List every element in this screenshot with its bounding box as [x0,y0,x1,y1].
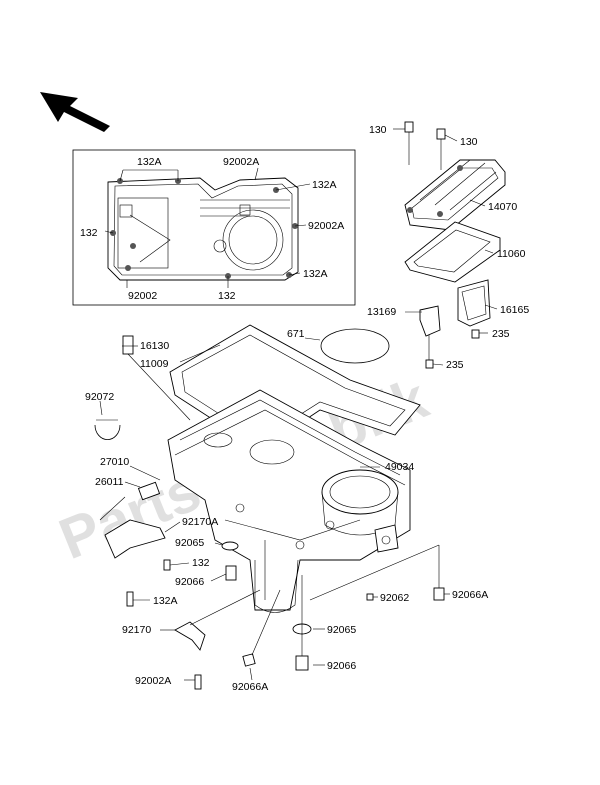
label-132-left: 132 [80,227,98,239]
label-27010: 27010 [100,456,129,468]
label-13169: 13169 [367,306,396,318]
label-235-b: 235 [446,359,464,371]
label-92002-bottom: 92002 [128,290,157,302]
label-235-a: 235 [492,328,510,340]
label-132A-top: 132A [137,156,162,168]
label-132A: 132A [153,595,178,607]
lower-crankcase-assembly [167,324,421,613]
label-92062: 92062 [380,592,409,604]
label-11060: 11060 [497,248,526,260]
label-130-left: 130 [369,124,387,136]
label-130-right: 130 [460,136,478,148]
label-132A-right-1: 132A [312,179,337,191]
label-92170: 92170 [122,624,151,636]
label-92002A: 92002A [135,675,171,687]
label-132A-right-2: 132A [303,268,328,280]
label-671: 671 [287,328,305,340]
label-92170A: 92170A [182,516,218,528]
label-92065-b: 92065 [327,624,356,636]
label-16165: 16165 [500,304,529,316]
label-92002A-top: 92002A [223,156,259,168]
main-labels: 671 16130 11009 92072 27010 49034 26011 … [85,328,488,693]
breather-cover-assembly: 130 130 14070 11060 16165 13169 235 235 [367,121,529,371]
label-11009: 11009 [140,358,169,370]
label-92065-a: 92065 [175,537,204,549]
inset-frame [72,149,356,306]
label-16130: 16130 [140,340,169,352]
inset-view: 132A 92002A 132A 132 92002A 132A 92002 1… [72,149,356,306]
label-49034: 49034 [385,461,414,473]
label-132: 132 [192,557,210,569]
o-ring [320,328,390,364]
label-92072: 92072 [85,391,114,403]
label-92066A-bottom: 92066A [232,681,268,693]
small-parts [94,335,450,690]
label-92002A-right: 92002A [308,220,344,232]
label-92066A-right: 92066A [452,589,488,601]
label-92066-b: 92066 [327,660,356,672]
label-26011: 26011 [95,476,124,488]
label-14070: 14070 [488,201,517,213]
label-132-bottom: 132 [218,290,236,302]
direction-arrow-icon [40,92,110,132]
label-92066-a: 92066 [175,576,204,588]
